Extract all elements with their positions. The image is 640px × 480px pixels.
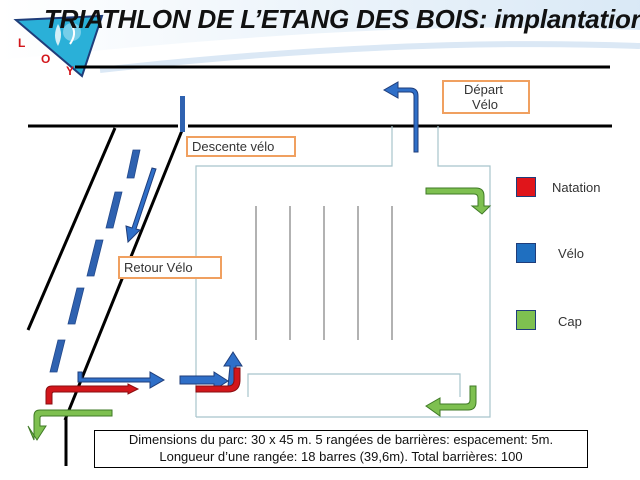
road-diagonal-left xyxy=(26,127,117,331)
legend-swatch-natation xyxy=(516,177,536,197)
barrier-rows xyxy=(255,206,393,340)
velo-arrow-bottom-left xyxy=(77,371,166,389)
legend-label-cap: Cap xyxy=(558,314,582,329)
cap-arrow-bottom-left xyxy=(27,409,113,441)
natation-arrow-left xyxy=(45,383,140,405)
velo-arrow-descente xyxy=(125,167,157,244)
logo-letter-y: Y xyxy=(66,64,75,78)
logo-letter-o: O xyxy=(41,52,51,66)
header-background xyxy=(0,0,640,73)
retour-velo-label: Retour Vélo xyxy=(118,256,222,279)
legend-label-natation: Natation xyxy=(552,180,601,195)
depart-velo-label: Départ Vélo xyxy=(442,80,530,114)
cap-arrow-bottom-right xyxy=(425,385,477,417)
park-outline xyxy=(195,126,491,418)
depart-velo-line1: Départ xyxy=(464,82,504,97)
velo-arrow-depart xyxy=(382,81,419,153)
cap-arrow-top-right xyxy=(425,187,492,215)
depart-velo-line2: Vélo xyxy=(472,97,499,112)
park-dimensions-info: Dimensions du parc: 30 x 45 m. 5 rangées… xyxy=(94,430,588,468)
legend-label-velo: Vélo xyxy=(558,246,585,261)
page-title: TRIATHLON DE L’ETANG DES BOIS: implantat… xyxy=(44,4,640,34)
separator-post xyxy=(180,96,185,132)
club-logo xyxy=(13,14,104,78)
natation-arrow-mid xyxy=(195,367,241,393)
info-line-1: Dimensions du parc: 30 x 45 m. 5 rangées… xyxy=(128,432,554,447)
logo-letter-l: L xyxy=(18,36,26,50)
descente-velo-label: Descente vélo xyxy=(186,136,296,157)
info-line-2: Longueur d’une rangée: 18 barres (39,6m)… xyxy=(159,449,523,464)
legend-swatch-cap xyxy=(516,310,536,330)
lane-dashes xyxy=(49,149,141,373)
legend-swatch-velo xyxy=(516,243,536,263)
